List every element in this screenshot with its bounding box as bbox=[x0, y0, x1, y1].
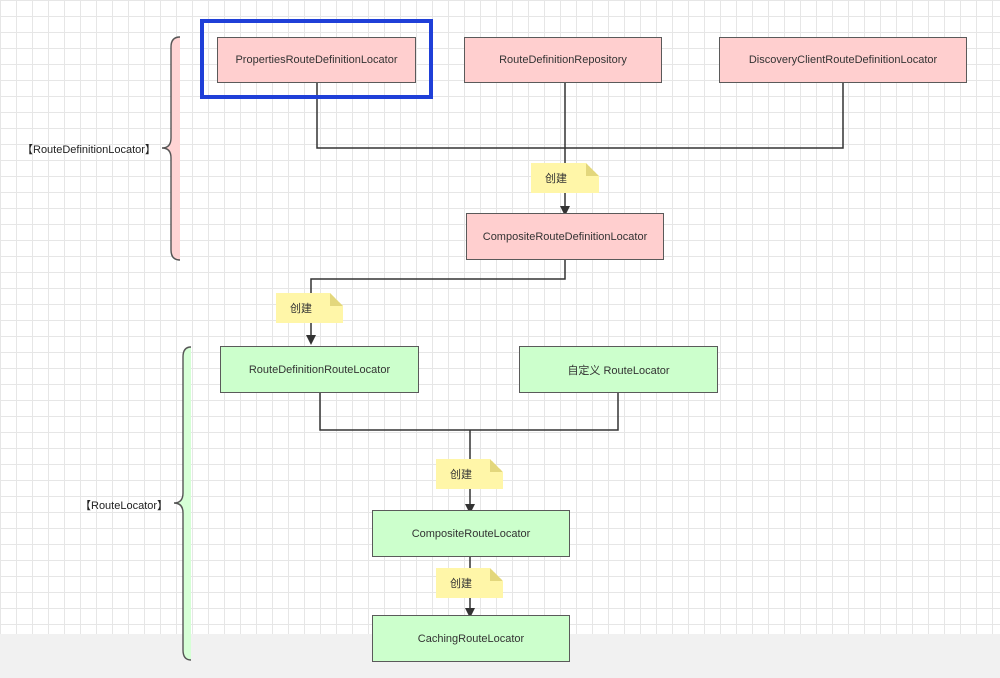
group-label-route-definition-locator: 【RouteDefinitionLocator】 bbox=[22, 144, 156, 156]
box-route-definition-route-locator[interactable]: RouteDefinitionRouteLocator bbox=[220, 346, 419, 393]
box-composite-route-locator[interactable]: CompositeRouteLocator bbox=[372, 510, 570, 557]
connector-top-merge bbox=[316, 83, 844, 149]
note-create-4: 创建 bbox=[436, 568, 503, 598]
box-composite-route-definition-locator[interactable]: CompositeRouteDefinitionLocator bbox=[466, 213, 664, 260]
box-caching-route-locator[interactable]: CachingRouteLocator bbox=[372, 615, 570, 662]
bracket-route-definition-locator bbox=[161, 36, 181, 261]
note-create-2: 创建 bbox=[276, 293, 343, 323]
box-custom-route-locator[interactable]: 自定义 RouteLocator bbox=[519, 346, 718, 393]
selection-highlight bbox=[200, 19, 433, 99]
note-create-3: 创建 bbox=[436, 459, 503, 489]
group-label-route-locator: 【RouteLocator】 bbox=[80, 500, 169, 512]
box-route-definition-repository[interactable]: RouteDefinitionRepository bbox=[464, 37, 662, 83]
connector-green-merge bbox=[319, 393, 619, 509]
box-discovery-client-route-definition-locator[interactable]: DiscoveryClientRouteDefinitionLocator bbox=[719, 37, 967, 83]
box-properties-route-definition-locator[interactable]: PropertiesRouteDefinitionLocator bbox=[217, 37, 416, 83]
connector-composite-to-rdrl bbox=[306, 260, 566, 345]
bracket-route-locator bbox=[173, 346, 192, 661]
note-create-1: 创建 bbox=[531, 163, 599, 193]
